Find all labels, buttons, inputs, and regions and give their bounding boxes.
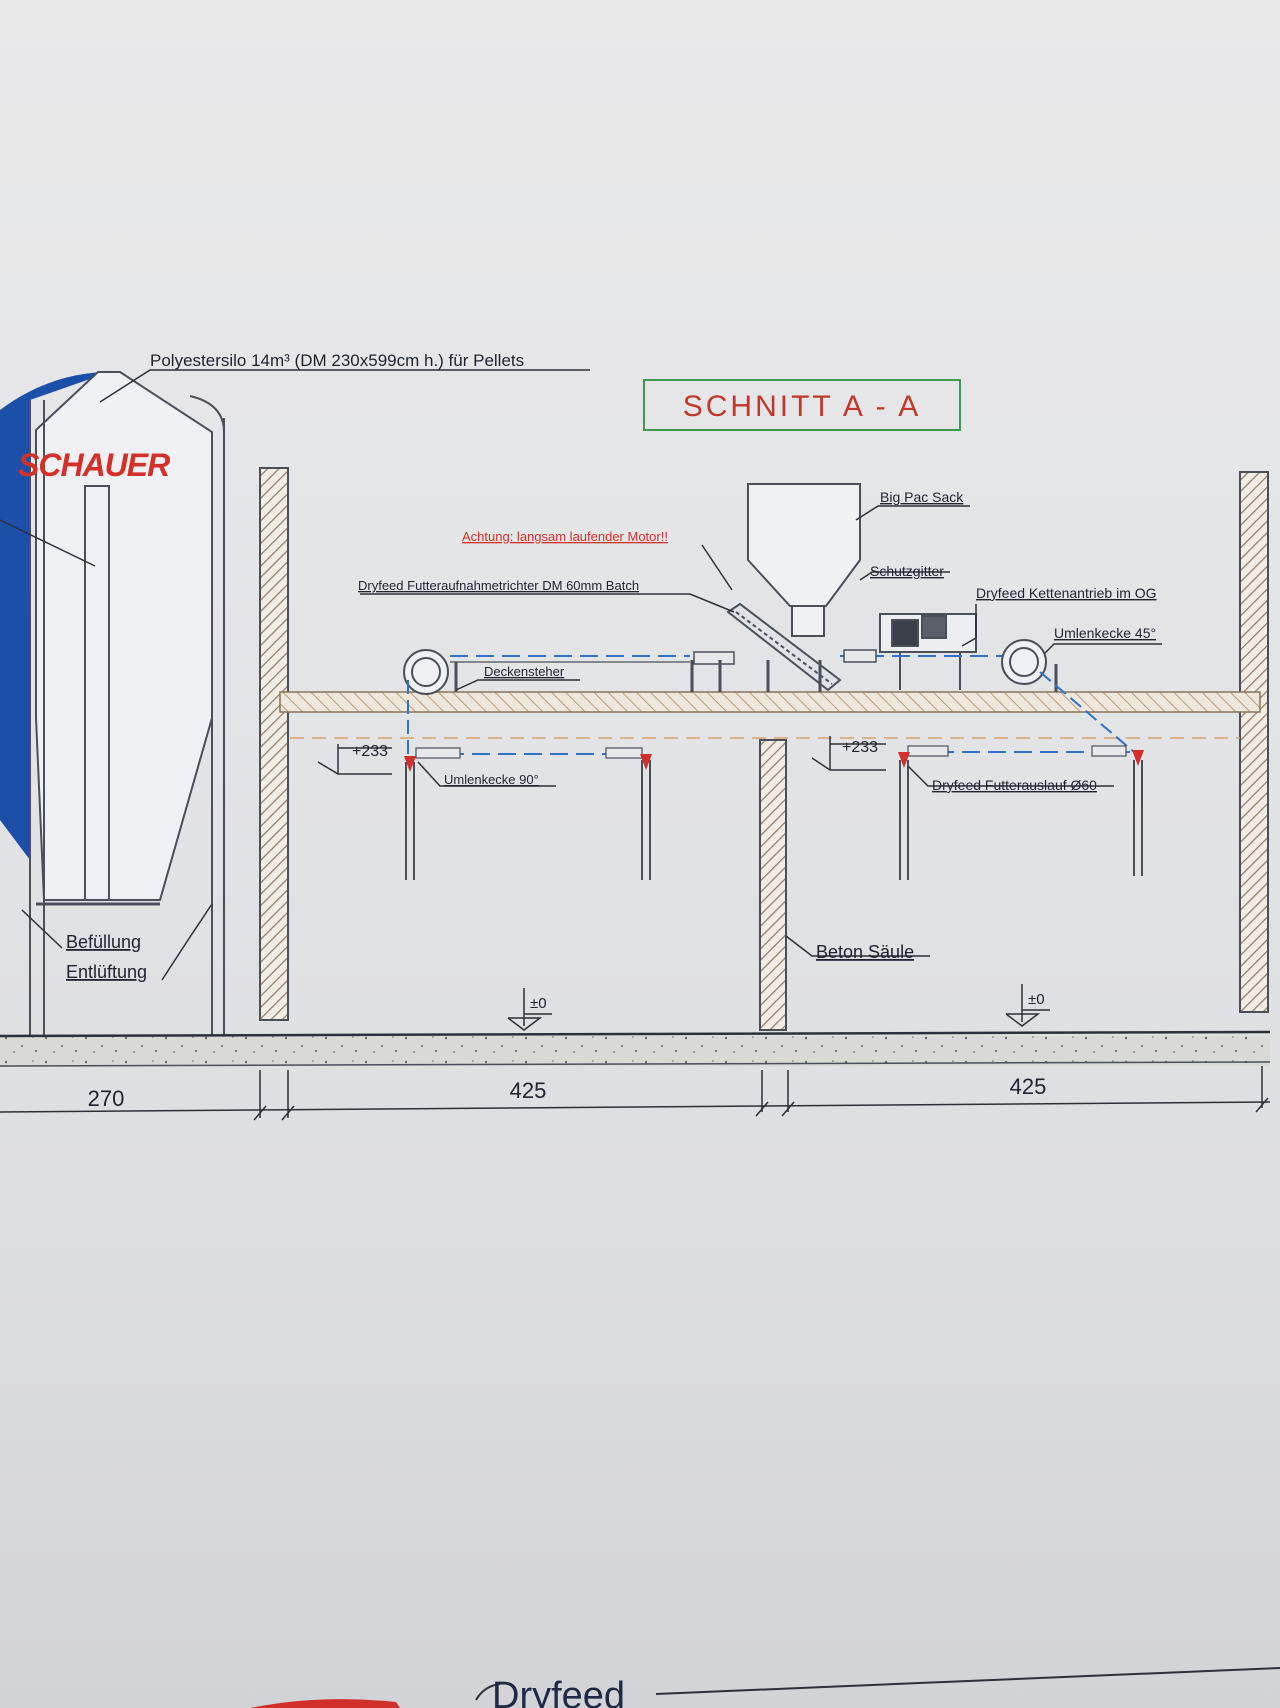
dim-right: 425 [1010, 1074, 1047, 1099]
silo-leaders [0, 369, 590, 981]
drop-pipes-left [404, 680, 652, 880]
left-wall [259, 467, 289, 1021]
ceiling-stand-label: Deckensteher [484, 664, 565, 679]
section-title: SCHNITT A - A [683, 390, 922, 423]
filling-label: Befüllung [66, 932, 141, 952]
right-wall [1239, 471, 1269, 1013]
chain-drive [879, 613, 977, 690]
footer-brand-mark [250, 1667, 1280, 1708]
column-label: Beton Säule [816, 942, 914, 962]
warning-label: Achtung: langsam laufender Motor!! [462, 529, 668, 544]
footer-brand: Dryfeed [492, 1675, 625, 1708]
dim-silo: 270 [88, 1086, 125, 1111]
floor-right: ±0 [1028, 991, 1045, 1008]
auger-conveyor [726, 602, 842, 692]
corner90-label: Umlenkecke 90° [444, 772, 539, 787]
big-pac-label: Big Pac Sack [880, 489, 964, 505]
venting-label: Entlüftung [66, 962, 147, 982]
ceiling-slab [279, 691, 1261, 713]
floor-slab [0, 1036, 1270, 1066]
dim-left: 425 [510, 1078, 547, 1103]
chain-drive-label: Dryfeed Kettenantrieb im OG [976, 585, 1157, 601]
level-right: +233 [842, 739, 878, 756]
floor-left: ±0 [530, 995, 547, 1012]
dimension-line [0, 1066, 1271, 1121]
floor-marker-right [1005, 984, 1050, 1027]
corner45-label: Umlenkecke 45° [1054, 625, 1156, 641]
level-left: +233 [352, 743, 388, 760]
floor-marker-left [507, 988, 552, 1031]
drop-pipes-right [898, 671, 1144, 880]
section-title-box [643, 379, 961, 431]
level-marker-left [317, 744, 392, 775]
upper-pipe [450, 649, 1010, 665]
ceiling-stands [454, 660, 1058, 692]
silo-blue-shell [0, 372, 110, 860]
big-pac-hopper [747, 483, 861, 637]
concrete-column [759, 739, 787, 1031]
level-marker-right [811, 736, 886, 771]
silo-label: Polyestersilo 14m³ (DM 230x599cm h.) für… [150, 351, 524, 370]
guard-label: Schutzgitter [870, 563, 944, 579]
corner-wheel-right [1001, 639, 1047, 685]
equipment-leaders [360, 505, 1162, 957]
hopper-label: Dryfeed Futteraufnahmetrichter DM 60mm B… [358, 578, 639, 593]
brand-logo: SCHAUER [18, 447, 170, 483]
outlet-label: Dryfeed Futterauslauf Ø60 [932, 777, 1097, 793]
corner-wheel-left [403, 649, 449, 695]
silo-sight-glass [84, 485, 110, 901]
